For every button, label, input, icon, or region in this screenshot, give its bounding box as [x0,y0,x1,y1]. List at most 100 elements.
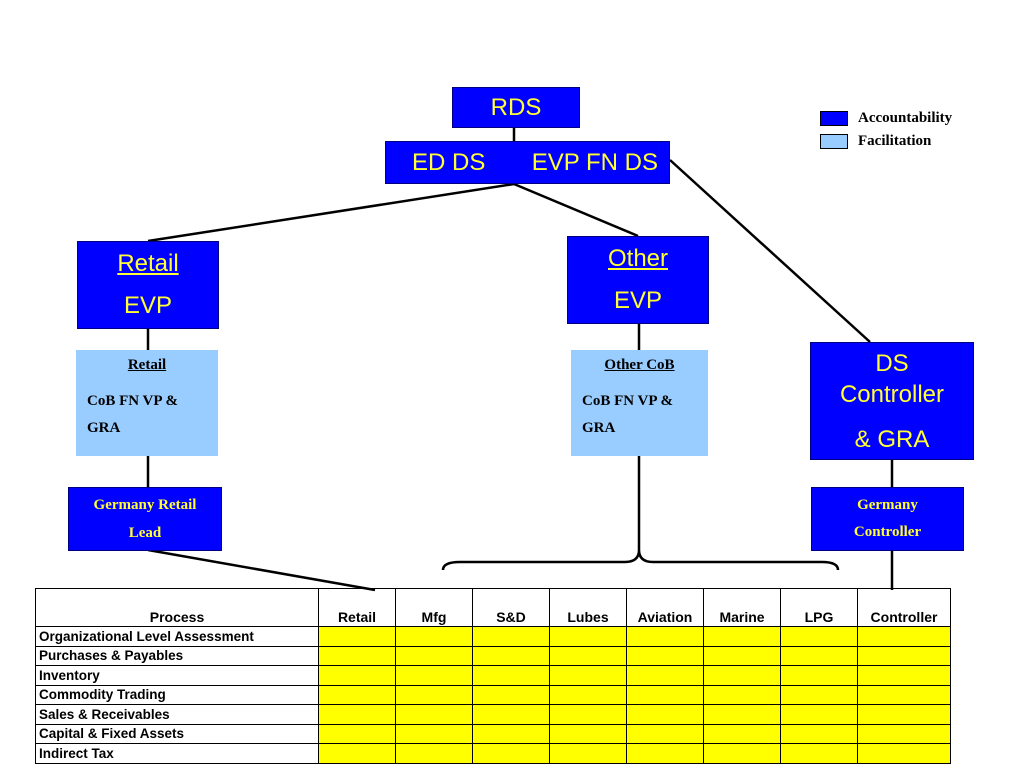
column-header: Aviation [626,588,704,627]
legend-label-accountability: Accountability [858,110,953,126]
table-cell [626,626,704,647]
table-cell [857,645,951,666]
table-cell [472,684,550,705]
other-cob-line2: GRA [582,420,616,436]
table-cell [395,645,473,666]
table-cell [318,723,396,744]
process-name: Organizational Level Assessment [35,626,319,647]
table-cell [626,665,704,686]
process-name: Purchases & Payables [35,645,319,666]
ds-controller-line2: Controller [839,380,945,408]
other-cob-box: Other CoB CoB FN VP & GRA [571,350,708,456]
table-cell [318,626,396,647]
table-cell [626,743,704,764]
other-evp-title: Other [607,245,669,272]
process-name: Commodity Trading [35,684,319,705]
table-row: Purchases & Payables [35,645,951,666]
table-header-row: Process Retail Mfg S&D Lubes Aviation Ma… [35,588,951,627]
table-cell [780,723,858,744]
table-cell [857,743,951,764]
process-name: Sales & Receivables [35,704,319,725]
table-row: Organizational Level Assessment [35,626,951,647]
rds-box: RDS [452,87,580,128]
column-header: Mfg [395,588,473,627]
retail-evp-subtitle: EVP [123,292,173,319]
other-cob-line1: CoB FN VP & [582,393,673,409]
process-name: Indirect Tax [35,743,319,764]
table-cell [549,684,627,705]
retail-evp-box: Retail EVP [77,241,219,329]
germany-controller-box: Germany Controller [811,487,964,551]
ed-evp-box: ED DS EVP FN DS [385,141,670,184]
connector-to-other-evp [513,182,639,238]
connector-germany-retail-table [147,548,376,592]
other-evp-subtitle: EVP [613,287,663,314]
table-cell [703,626,781,647]
table-cell [549,626,627,647]
connector-to-retail-evp [147,182,515,243]
table-body: Organizational Level Assessment Purchase… [35,626,951,764]
evp-fn-ds-label: EVP FN DS [531,148,658,176]
table-cell [549,743,627,764]
column-header: Controller [857,588,951,627]
germany-controller-line2: Controller [853,524,922,540]
table-cell [626,684,704,705]
table-cell [703,665,781,686]
column-header: Retail [318,588,396,627]
table-cell [318,665,396,686]
process-name: Inventory [35,665,319,686]
table-cell [549,645,627,666]
ds-controller-line1: DS [875,349,909,377]
retail-cob-line2: GRA [87,420,121,436]
table-cell [318,684,396,705]
table-cell [703,645,781,666]
table-cell [780,743,858,764]
other-evp-box: Other EVP [567,236,709,324]
retail-cob-title: Retail [127,357,167,373]
table-cell [780,626,858,647]
table-cell [472,665,550,686]
table-cell [318,743,396,764]
legend-facilitation: Facilitation [820,133,931,150]
table-cell [703,704,781,725]
rds-label: RDS [490,93,542,121]
ed-ds-label: ED DS [412,148,486,176]
table-cell [703,743,781,764]
column-header-process: Process [35,588,319,627]
retail-cob-box: Retail CoB FN VP & GRA [76,350,218,456]
germany-retail-lead-line1: Germany Retail [93,497,197,513]
table-row: Indirect Tax [35,743,951,764]
column-header: Marine [703,588,781,627]
table-cell [318,704,396,725]
table-cell [703,684,781,705]
table-cell [857,704,951,725]
table-cell [780,684,858,705]
table-cell [703,723,781,744]
table-cell [857,684,951,705]
table-cell [472,645,550,666]
table-cell [472,704,550,725]
other-cob-title: Other CoB [604,357,675,373]
table-cell [395,684,473,705]
table-cell [780,704,858,725]
table-cell [857,665,951,686]
table-cell [626,645,704,666]
legend-label-facilitation: Facilitation [858,133,932,149]
legend-accountability: Accountability [820,110,952,127]
germany-retail-lead-box: Germany Retail Lead [68,487,222,551]
table-cell [549,723,627,744]
table-cell [780,665,858,686]
brace [441,549,840,571]
column-header: LPG [780,588,858,627]
ds-controller-box: DS Controller & GRA [810,342,974,460]
column-header: Lubes [549,588,627,627]
table-cell [472,743,550,764]
table-cell [395,723,473,744]
table-cell [318,645,396,666]
table-cell [472,723,550,744]
table-cell [857,723,951,744]
table-cell [549,665,627,686]
germany-controller-line1: Germany [857,497,918,513]
table-cell [549,704,627,725]
